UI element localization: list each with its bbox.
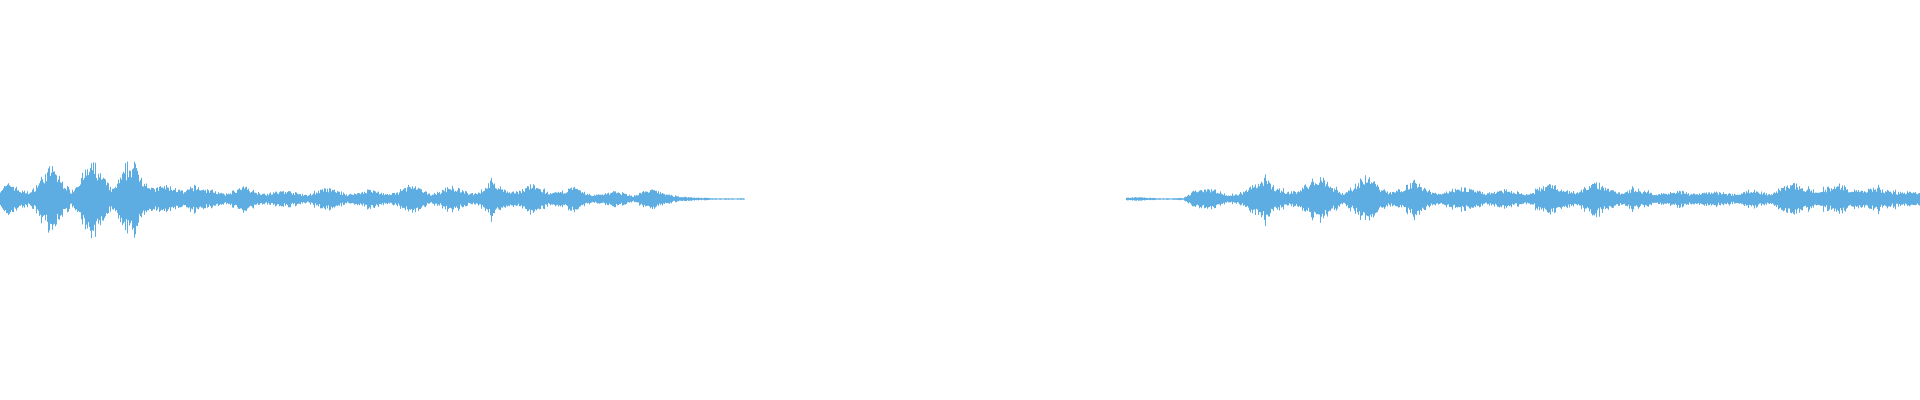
- waveform-clip-2[interactable]: [1126, 174, 1920, 226]
- waveform-peaks: [0, 161, 745, 239]
- waveform-peaks: [1126, 174, 1920, 226]
- waveform-clip-1[interactable]: [0, 161, 745, 239]
